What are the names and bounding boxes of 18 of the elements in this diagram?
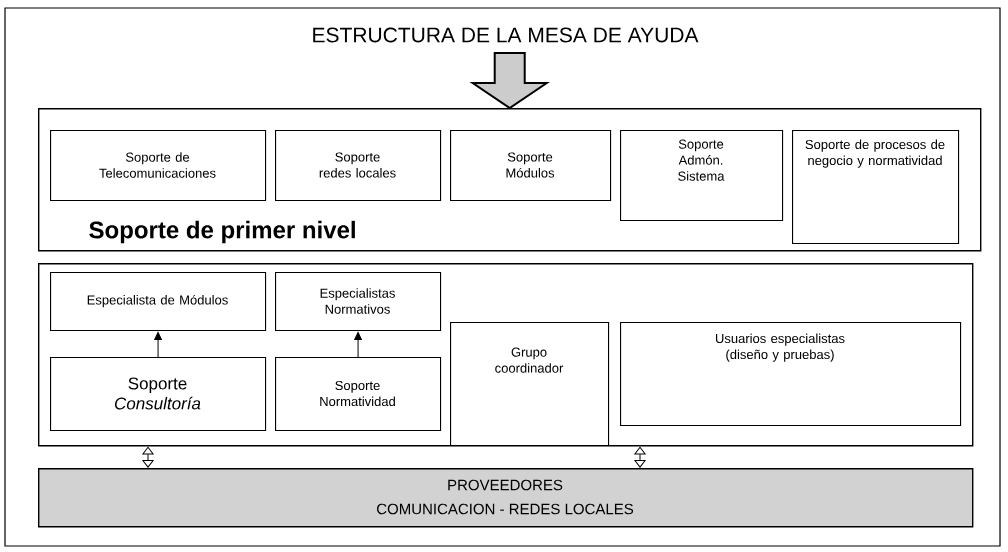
arrow [142,446,154,468]
process-box: Soporte Admón. Sistema [620,130,784,222]
arrow [354,331,362,358]
process-box: Soporte de Telecomunicaciones [50,130,267,202]
process-box: Soporte Consultoría [50,357,267,432]
process-box: Soporte Normatividad [275,357,442,432]
process-box: Especialistas Normativos [275,272,442,332]
process-box: Soporte redes locales [275,130,442,202]
process-box: Soporte de procesos de negocio y normatividad [792,130,960,245]
title: ESTRUCTURA DE LA MESA DE AYUDA [313,27,699,43]
process-box: Grupo coordinador [450,322,610,447]
process-box: Especialista de Módulos [50,272,267,332]
process-box: Soporte Módulos [450,130,612,202]
arrow [154,331,162,358]
block-arrow [469,52,550,110]
process-box: Usuarios especialistas (diseño y pruebas) [620,322,962,427]
arrow [634,446,646,468]
band: PROVEEDORES COMUNICACION - REDES LOCALES [38,468,974,528]
